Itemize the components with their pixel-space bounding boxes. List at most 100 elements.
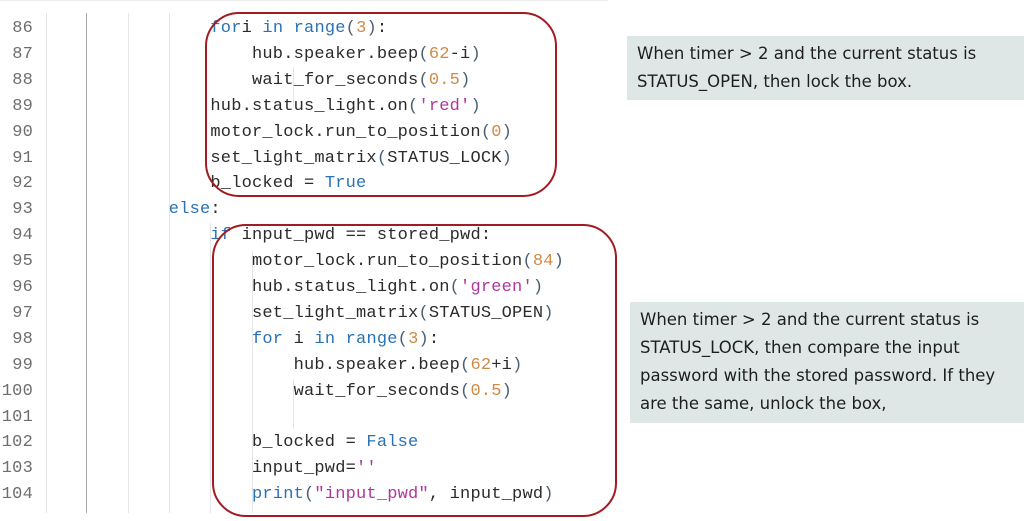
code-token: ( xyxy=(345,19,357,38)
code-text: motor_lock.run_to_position(84) xyxy=(252,249,564,275)
code-text: wait_for_seconds(0.5) xyxy=(294,379,512,405)
code-line[interactable]: 104 print("input_pwd", input_pwd) xyxy=(0,482,608,508)
code-token: ( xyxy=(418,44,429,64)
code-token: 84 xyxy=(532,252,554,272)
code-token: 3 xyxy=(408,329,419,349)
code-token: : xyxy=(428,329,440,349)
code-token: ( xyxy=(522,252,533,272)
code-token: ) xyxy=(512,355,523,375)
code-token: 3 xyxy=(356,19,367,38)
code-token: , input_pwd xyxy=(428,485,544,505)
code-token: 62 xyxy=(428,44,450,64)
indent-guide xyxy=(128,13,129,513)
code-token: ) xyxy=(366,19,377,38)
code-text: input_pwd='' xyxy=(252,456,377,482)
code-token: STATUS_LOCK xyxy=(387,148,502,168)
code-token: : xyxy=(376,19,388,38)
code-token: "input_pwd" xyxy=(314,485,429,505)
code-token: 'green' xyxy=(460,278,533,297)
line-number: 103 xyxy=(1,459,33,479)
code-text: b_locked = False xyxy=(252,430,418,456)
code-line[interactable]: 88 wait_for_seconds(0.5) xyxy=(0,68,608,94)
code-token: range xyxy=(283,19,346,38)
code-text: wait_for_seconds(0.5) xyxy=(252,68,470,94)
line-number: 92 xyxy=(12,174,33,194)
code-token: ) xyxy=(501,122,513,142)
code-token: +i xyxy=(491,355,513,375)
code-token: motor_lock.run_to_position xyxy=(252,252,523,272)
code-token: ( xyxy=(480,122,492,142)
code-line[interactable]: 95 motor_lock.run_to_position(84) xyxy=(0,249,608,275)
code-line[interactable]: 101 xyxy=(0,405,608,431)
code-token: wait_for_seconds xyxy=(252,70,419,90)
indent-guide xyxy=(293,379,294,429)
code-text: hub.status_light.on('red') xyxy=(210,94,480,120)
code-token: hub.speaker.beep xyxy=(293,355,461,375)
code-line[interactable]: 98 for i in range(3): xyxy=(0,327,608,353)
code-token: hub.speaker.beep xyxy=(252,44,419,64)
code-token: ) xyxy=(532,278,544,297)
code-line[interactable]: 103 input_pwd='' xyxy=(0,456,608,482)
indent-guide xyxy=(86,13,87,513)
code-token: ) xyxy=(553,252,565,272)
code-token: motor_lock.run_to_position xyxy=(210,122,481,142)
indent-guide xyxy=(169,13,170,513)
code-token: ) xyxy=(501,381,513,401)
line-number: 94 xyxy=(12,226,33,246)
line-number: 91 xyxy=(12,148,33,168)
indent-guide xyxy=(293,67,294,107)
code-text: print("input_pwd", input_pwd) xyxy=(252,482,554,508)
code-token: ( xyxy=(397,329,409,349)
code-text: hub.speaker.beep(62-i) xyxy=(252,42,481,68)
line-number: 98 xyxy=(12,329,33,349)
code-token: i xyxy=(283,329,305,349)
code-token: '' xyxy=(356,459,377,479)
code-text: for i in range(3): xyxy=(252,327,439,353)
line-number: 88 xyxy=(12,70,33,90)
line-number: 95 xyxy=(12,252,33,272)
code-token: i xyxy=(241,19,253,38)
code-token: ) xyxy=(470,96,481,116)
lock-branch-highlight xyxy=(205,12,557,197)
line-number: 86 xyxy=(12,19,33,38)
code-token: ) xyxy=(501,148,513,168)
code-token: 'red' xyxy=(418,96,471,116)
code-line[interactable]: 91 set_light_matrix(STATUS_LOCK) xyxy=(0,146,608,172)
code-text: else: xyxy=(169,197,221,223)
code-token: True xyxy=(324,174,367,194)
code-token: print xyxy=(252,485,305,505)
code-text: set_light_matrix(STATUS_LOCK) xyxy=(210,146,512,172)
code-token: ) xyxy=(543,485,554,505)
line-number: 96 xyxy=(12,278,33,297)
code-token: range xyxy=(335,329,398,349)
code-token: set_light_matrix xyxy=(210,148,377,168)
code-token: b_locked = xyxy=(252,433,367,453)
code-text: hub.speaker.beep(62+i) xyxy=(294,353,523,379)
code-token: ) xyxy=(460,70,471,90)
code-token: hub.status_light.on xyxy=(210,96,409,116)
lock-note: When timer > 2 and the current status is… xyxy=(627,36,1024,100)
line-number: 104 xyxy=(1,485,33,505)
code-token: ( xyxy=(408,96,419,116)
line-number: 97 xyxy=(12,303,33,323)
code-token: 0.5 xyxy=(428,70,461,90)
code-token: for xyxy=(252,329,284,349)
code-token: ( xyxy=(304,485,315,505)
code-token: False xyxy=(366,433,419,453)
code-token: ( xyxy=(418,70,429,90)
indent-guide xyxy=(252,251,253,513)
indent-guide xyxy=(46,13,47,513)
code-token: ( xyxy=(460,381,471,401)
code-token: STATUS_OPEN xyxy=(428,303,544,323)
